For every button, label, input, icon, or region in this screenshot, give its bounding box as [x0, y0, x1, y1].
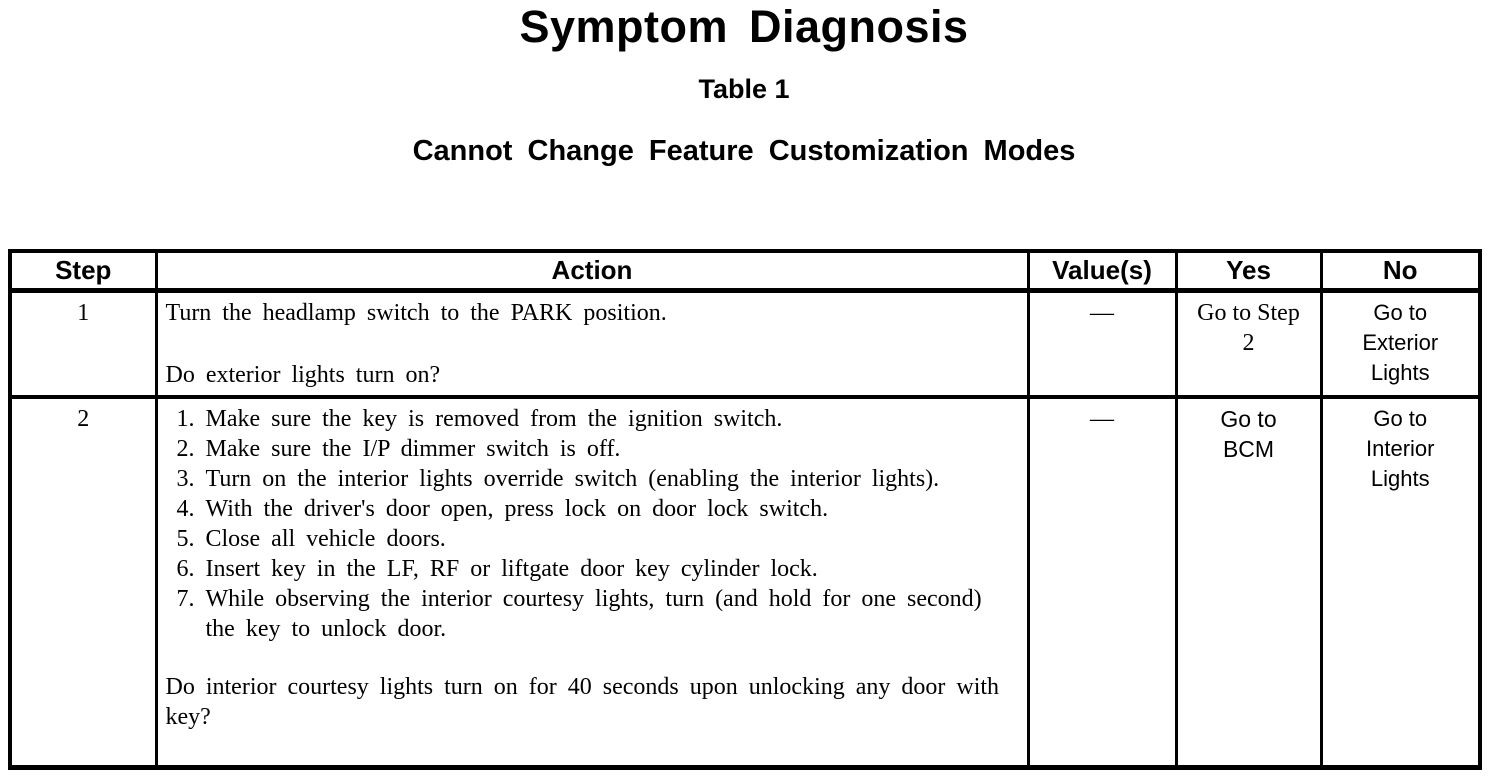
action-list-item: Make sure the I/P dimmer switch is off. — [206, 434, 1019, 464]
action-question: Do interior courtesy lights turn on for … — [165, 674, 1000, 730]
no-cell: Go to Interior Lights — [1319, 395, 1482, 769]
table-title: Cannot Change Feature Customization Mode… — [412, 135, 1076, 167]
diagnosis-table: Step Action Value(s) Yes No 1 Turn the h… — [8, 249, 1482, 770]
column-header-action: Action — [154, 249, 1030, 293]
action-list-item: Make sure the key is removed from the ig… — [206, 404, 1019, 434]
action-cell: Turn the headlamp switch to the PARK pos… — [154, 289, 1030, 399]
no-instruction: Go to Exterior Lights — [1362, 300, 1439, 385]
page-title: Symptom Diagnosis — [519, 1, 969, 52]
column-header-yes: Yes — [1174, 249, 1323, 293]
column-header-step: Step — [8, 249, 158, 293]
column-header-no: No — [1319, 249, 1482, 293]
yes-instruction: Go to Step 2 — [1197, 300, 1300, 356]
action-list-item: With the driver's door open, press lock … — [206, 494, 1019, 524]
table-row: 1 Turn the headlamp switch to the PARK p… — [8, 289, 1482, 399]
action-instruction: Turn the headlamp switch to the PARK pos… — [165, 300, 667, 326]
table-header-row: Step Action Value(s) Yes No — [8, 249, 1482, 293]
table-number-heading: Table 1 — [698, 74, 790, 104]
no-instruction: Go to Interior Lights — [1366, 406, 1435, 491]
action-question: Do exterior lights turn on? — [165, 362, 441, 388]
yes-cell: Go to Step 2 — [1174, 289, 1323, 399]
yes-cell: Go to BCM — [1174, 395, 1323, 769]
values-cell: — — [1026, 289, 1178, 399]
step-number: 1 — [8, 289, 158, 399]
step-number: 2 — [8, 395, 158, 769]
action-list-item: Turn on the interior lights override swi… — [206, 464, 1019, 494]
action-list-item: Close all vehicle doors. — [206, 524, 1019, 554]
column-header-values: Value(s) — [1026, 249, 1178, 293]
action-list-item: While observing the interior courtesy li… — [206, 584, 1019, 644]
action-step-list: Make sure the key is removed from the ig… — [166, 404, 1019, 644]
table-row: 2 Make sure the key is removed from the … — [8, 395, 1482, 769]
action-list-item: Insert key in the LF, RF or liftgate doo… — [206, 554, 1019, 584]
action-cell: Make sure the key is removed from the ig… — [154, 395, 1030, 769]
values-cell: — — [1026, 395, 1178, 769]
yes-instruction: Go to BCM — [1220, 406, 1277, 462]
no-cell: Go to Exterior Lights — [1319, 289, 1482, 399]
